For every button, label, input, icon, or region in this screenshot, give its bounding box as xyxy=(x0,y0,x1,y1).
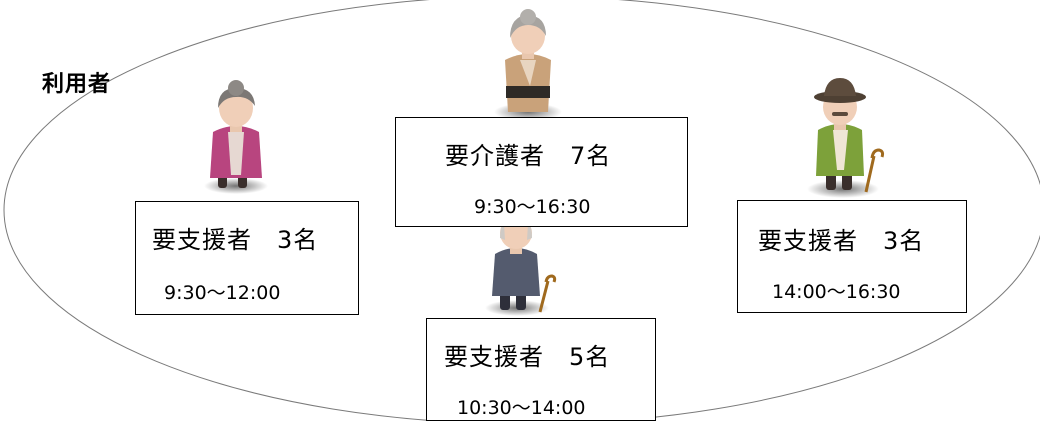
group-box-support-morning: 要支援者 3名 9:30～12:00 xyxy=(135,201,359,315)
group-hours-label: 9:30～16:30 xyxy=(474,196,591,218)
group-hours-label: 9:30～12:00 xyxy=(164,282,281,304)
elderly-woman-kimono-icon xyxy=(494,9,562,121)
group-box-support-midday: 要支援者 5名 10:30～14:00 xyxy=(426,318,656,421)
users-heading: 利用者 xyxy=(42,72,112,97)
group-count-label: 要支援者 5名 xyxy=(444,343,611,371)
group-box-support-afternoon: 要支援者 3名 14:00～16:30 xyxy=(737,200,967,313)
group-hours-label: 14:00～16:30 xyxy=(772,281,901,303)
group-box-care-fullday: 要介護者 7名 9:30～16:30 xyxy=(395,117,688,227)
group-count-label: 要介護者 7名 xyxy=(445,142,612,170)
group-count-label: 要支援者 3名 xyxy=(758,227,925,255)
elderly-man-bald-cane-icon xyxy=(485,217,557,316)
group-hours-label: 10:30～14:00 xyxy=(457,397,586,419)
elderly-man-hat-cane-icon xyxy=(807,78,885,198)
group-count-label: 要支援者 3名 xyxy=(152,226,319,254)
elderly-woman-purple-icon xyxy=(204,80,268,194)
